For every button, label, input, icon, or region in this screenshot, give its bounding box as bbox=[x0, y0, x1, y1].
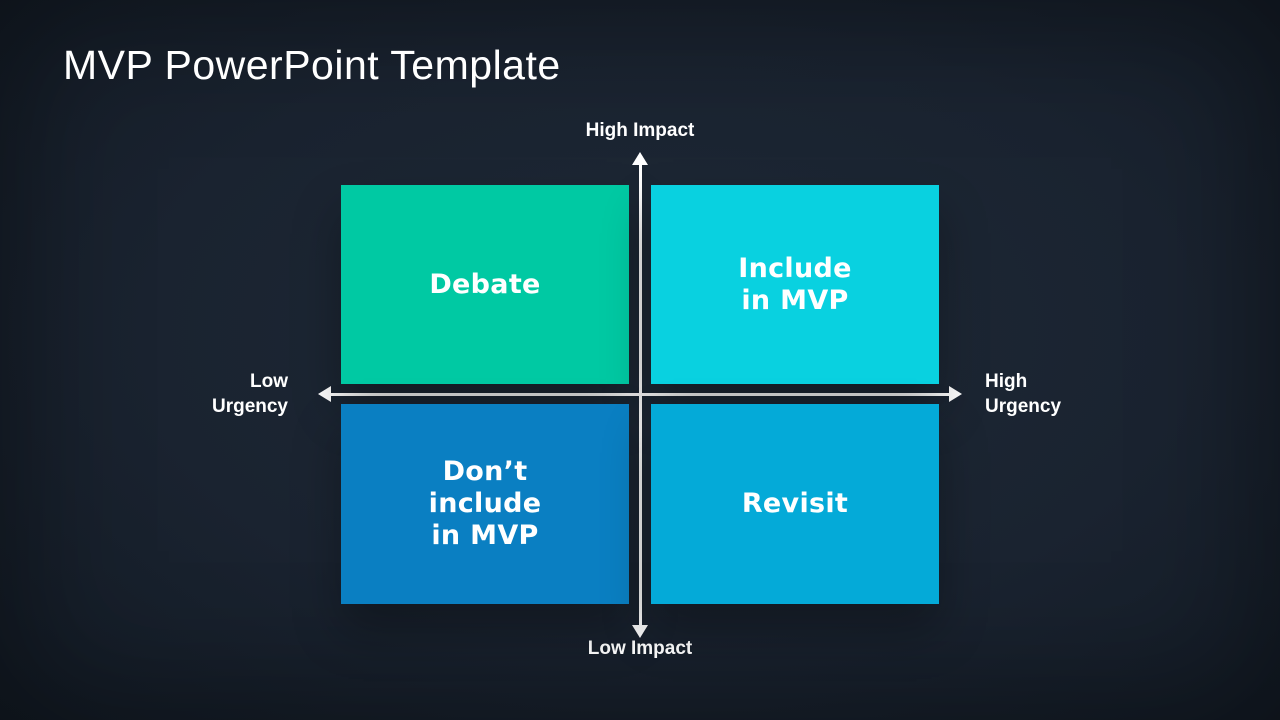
quadrant-label: Debate bbox=[429, 269, 540, 301]
quadrant-label-line: Revisit bbox=[741, 488, 849, 519]
axis-label-low-urgency: Low Urgency bbox=[120, 369, 288, 419]
quadrant-label: Include in MVP bbox=[738, 253, 852, 317]
axis-label-line: Low bbox=[250, 371, 288, 392]
axis-label-line: High bbox=[985, 371, 1028, 392]
horizontal-axis-line bbox=[329, 393, 951, 396]
quadrant-label: Revisit bbox=[742, 488, 848, 520]
quadrant-label: Don’t include in MVP bbox=[429, 456, 542, 552]
quadrant-label-line: include bbox=[428, 488, 542, 519]
quadrant-debate: Debate bbox=[341, 185, 629, 384]
quadrant-include-in-mvp: Include in MVP bbox=[651, 185, 939, 384]
arrow-left-icon bbox=[318, 386, 331, 402]
axis-label-line: Urgency bbox=[985, 396, 1062, 417]
slide-title: MVP PowerPoint Template bbox=[63, 42, 561, 88]
quadrant-label-line: Include bbox=[738, 252, 852, 284]
quadrant-label-line: in MVP bbox=[431, 520, 539, 551]
quadrant-revisit: Revisit bbox=[651, 404, 939, 604]
axis-label-low-impact: Low Impact bbox=[587, 638, 693, 659]
arrow-up-icon bbox=[632, 152, 648, 165]
arrow-right-icon bbox=[949, 386, 962, 402]
axis-label-line: Urgency bbox=[211, 396, 288, 417]
quadrant-label-line: Debate bbox=[429, 268, 541, 300]
axis-label-high-urgency: High Urgency bbox=[985, 369, 1153, 419]
quadrant-dont-include-in-mvp: Don’t include in MVP bbox=[341, 404, 629, 604]
axis-label-high-impact: High Impact bbox=[585, 120, 695, 141]
quadrant-label-line: Don’t bbox=[442, 456, 528, 487]
quadrant-label-line: in MVP bbox=[741, 284, 849, 316]
arrow-down-icon bbox=[632, 625, 648, 638]
